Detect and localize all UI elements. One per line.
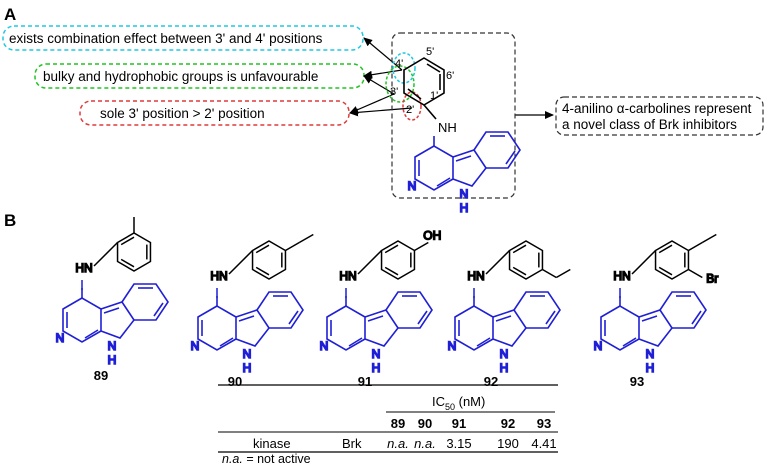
conclusion-line1: 4-anilino α-carbolines represent <box>562 101 752 116</box>
ic50-table: IC50 (nM) 89 90 91 92 93 kinase Brk n.a.… <box>218 384 558 453</box>
aryl-92: HN <box>467 240 571 298</box>
aryl-92-nh: HN <box>467 269 484 283</box>
annotation-sole3-text: sole 3' position > 2' position <box>100 106 265 121</box>
aryl-90: HN <box>210 233 314 298</box>
table-col-92: 92 <box>501 416 515 431</box>
ring-label-3: 3' <box>390 86 398 98</box>
carboline-core-a: NNH <box>407 131 521 216</box>
annotation-combination: exists combination effect between 3' and… <box>2 25 364 51</box>
compound-label-90: 90 <box>228 374 242 389</box>
carboline-89-n-indole: N <box>108 339 117 353</box>
aryl-91: HN OH <box>339 228 442 298</box>
table-row-label: kinase <box>253 436 291 451</box>
table-col-91: 91 <box>452 416 466 431</box>
table-col-89: 89 <box>391 416 405 431</box>
carboline-92-n-pyridine: N <box>448 339 457 353</box>
carboline-93-n-pyridine: N <box>594 339 603 353</box>
table-col-90: 90 <box>418 416 432 431</box>
table-value-92: 190 <box>497 436 519 451</box>
table-value-91: 3.15 <box>446 436 471 451</box>
highlight-green <box>385 65 415 103</box>
aryl-89: HN <box>75 217 152 290</box>
carboline-90-n-indole: N <box>243 347 252 361</box>
carboline-90-h: H <box>243 361 252 375</box>
table-header-ic50: IC50 (nM) <box>432 394 485 412</box>
conclusion-box: 4-anilino α-carbolines represent a novel… <box>555 96 764 136</box>
conclusion-line2: a novel class of Brk inhibitors <box>562 117 737 132</box>
scaffold-box <box>391 32 516 199</box>
carboline-93: NNH <box>593 291 707 376</box>
carboline-91-h: H <box>372 361 381 375</box>
carboline-core-a-n-indole: N <box>460 187 469 201</box>
carboline-91: NNH <box>319 291 433 376</box>
ring-label-5: 5' <box>426 46 434 58</box>
aryl-90-nh: HN <box>210 269 227 283</box>
carboline-92-h: H <box>500 361 509 375</box>
annotation-combination-text: exists combination effect between 3' and… <box>9 31 323 46</box>
aniline-ring <box>403 57 445 120</box>
footnote: n.a. = not active <box>222 452 311 464</box>
carboline-90-n-pyridine: N <box>191 339 200 353</box>
ring-label-nh: NH <box>438 120 457 135</box>
compound-label-91: 91 <box>358 374 372 389</box>
carboline-92: NNH <box>447 291 561 376</box>
carboline-89: NNH <box>55 283 169 368</box>
annotation-arrows <box>349 37 554 119</box>
ring-label-4: 4' <box>395 58 403 70</box>
carboline-91-n-pyridine: N <box>320 339 329 353</box>
aryl-91-nh: HN <box>339 269 356 283</box>
aryl-89-nh: HN <box>75 261 92 275</box>
highlight-red <box>402 91 422 121</box>
carboline-core-a-n-pyridine: N <box>408 179 417 193</box>
table-row-target: Brk <box>342 436 362 451</box>
annotation-bulky-text: bulky and hydrophobic groups is unfavour… <box>43 69 318 84</box>
aryl-93-br: Br <box>706 272 718 286</box>
carboline-93-n-indole: N <box>646 347 655 361</box>
table-col-93: 93 <box>537 416 551 431</box>
ring-label-1: 1' <box>430 90 438 102</box>
carboline-92-n-indole: N <box>500 347 509 361</box>
compound-label-93: 93 <box>630 374 644 389</box>
carboline-91-n-indole: N <box>372 347 381 361</box>
compound-label-92: 92 <box>484 374 498 389</box>
ring-label-6: 6' <box>446 70 454 82</box>
aryl-93: HN Br <box>613 233 719 298</box>
carboline-90: NNH <box>190 291 304 376</box>
annotation-bulky: bulky and hydrophobic groups is unfavour… <box>34 63 365 89</box>
panel-b-label: B <box>4 211 16 230</box>
aryl-91-oh: OH <box>423 229 441 243</box>
aryl-93-nh: HN <box>613 269 630 283</box>
carboline-89-n-pyridine: N <box>56 331 65 345</box>
carboline-89-h: H <box>108 353 117 367</box>
annotation-sole3: sole 3' position > 2' position <box>79 100 350 126</box>
panel-a-label: A <box>4 5 16 24</box>
table-value-89: n.a. <box>387 436 409 451</box>
carboline-core-a-h: H <box>460 201 469 215</box>
ring-label-2: 2' <box>406 104 414 116</box>
table-value-93: 4.41 <box>531 436 556 451</box>
table-value-90: n.a. <box>414 436 436 451</box>
carboline-93-h: H <box>646 361 655 375</box>
compound-label-89: 89 <box>94 368 108 383</box>
